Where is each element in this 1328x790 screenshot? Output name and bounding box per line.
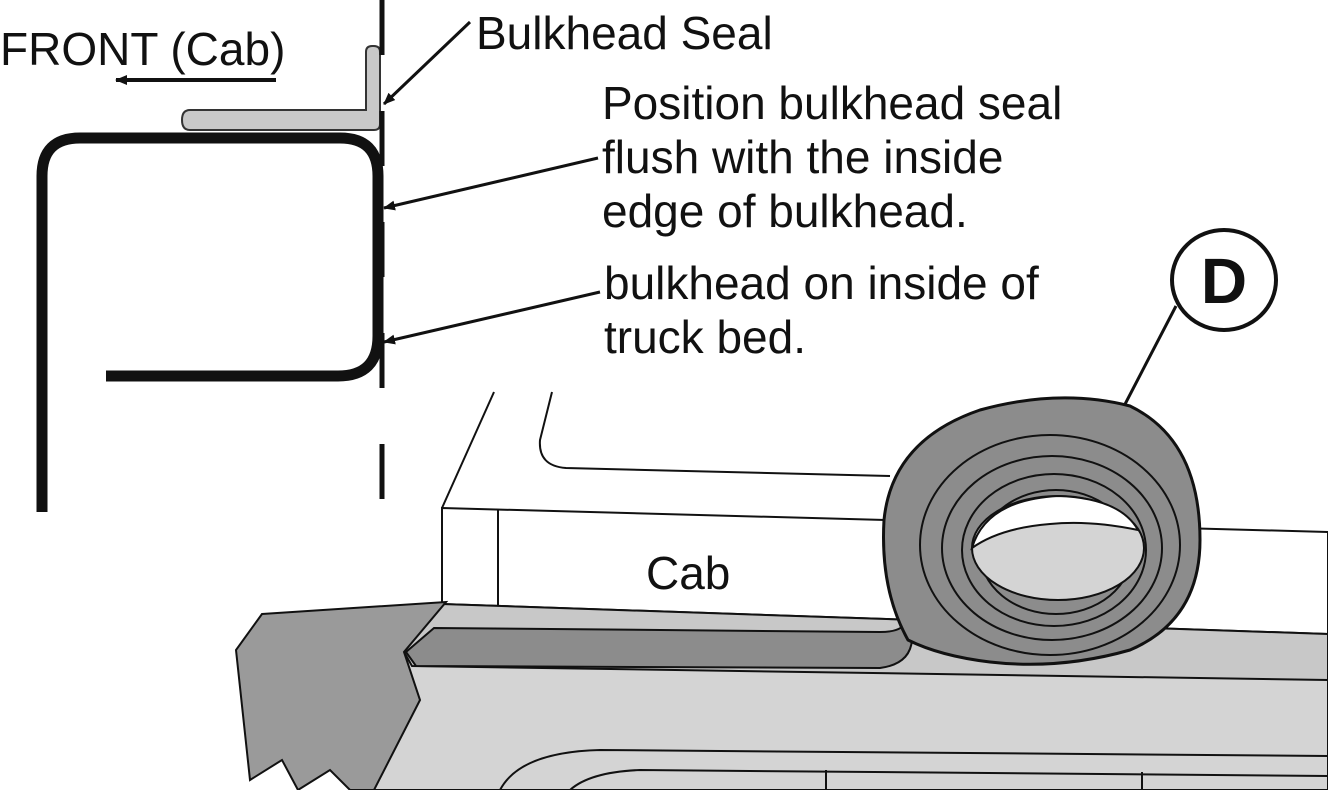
callout-d bbox=[1120, 228, 1278, 411]
seal-roll bbox=[882, 396, 1202, 666]
callout-d-letter: D bbox=[1200, 245, 1248, 317]
cab-window-line bbox=[538, 391, 891, 477]
cross-section-detail bbox=[36, 0, 601, 512]
front-cab-label: FRONT (Cab) bbox=[0, 23, 286, 75]
bulkhead-location-note: bulkhead on inside of truck bed. bbox=[604, 256, 1039, 364]
bed-inner-groove-2 bbox=[569, 768, 1328, 790]
cab-label: Cab bbox=[646, 547, 731, 599]
truck-illustration bbox=[234, 391, 1328, 790]
position-instruction-line: Position bulkhead seal bbox=[602, 77, 1063, 129]
callout-leader bbox=[1120, 305, 1178, 411]
bed-inner-groove bbox=[499, 748, 1328, 790]
bulkhead-note-line: truck bed. bbox=[604, 311, 806, 363]
position-instruction-line: flush with the inside bbox=[602, 131, 1004, 183]
bulkhead-seal-profile bbox=[180, 45, 381, 131]
callout-circle bbox=[1170, 228, 1278, 332]
bulkhead-note-line: bulkhead on inside of bbox=[604, 257, 1039, 309]
cab-roof-line bbox=[441, 391, 495, 509]
position-instruction-line: edge of bulkhead. bbox=[602, 185, 968, 237]
bulkhead-profile bbox=[36, 132, 384, 512]
position-leader-arrow bbox=[383, 156, 599, 211]
seal-roll-ring-3 bbox=[961, 473, 1147, 627]
bulkhead-leader-arrow bbox=[383, 290, 601, 345]
position-instruction: Position bulkhead seal flush with the in… bbox=[602, 76, 1062, 238]
seal-roll-core-shadow bbox=[970, 494, 1140, 551]
cutaway-edge bbox=[234, 600, 449, 790]
seal-roll-ring-1 bbox=[919, 434, 1181, 656]
seal-leader-arrow bbox=[382, 20, 472, 106]
bulkhead-seal-label: Bulkhead Seal bbox=[476, 7, 773, 59]
seal-roll-ring-2 bbox=[941, 455, 1163, 641]
